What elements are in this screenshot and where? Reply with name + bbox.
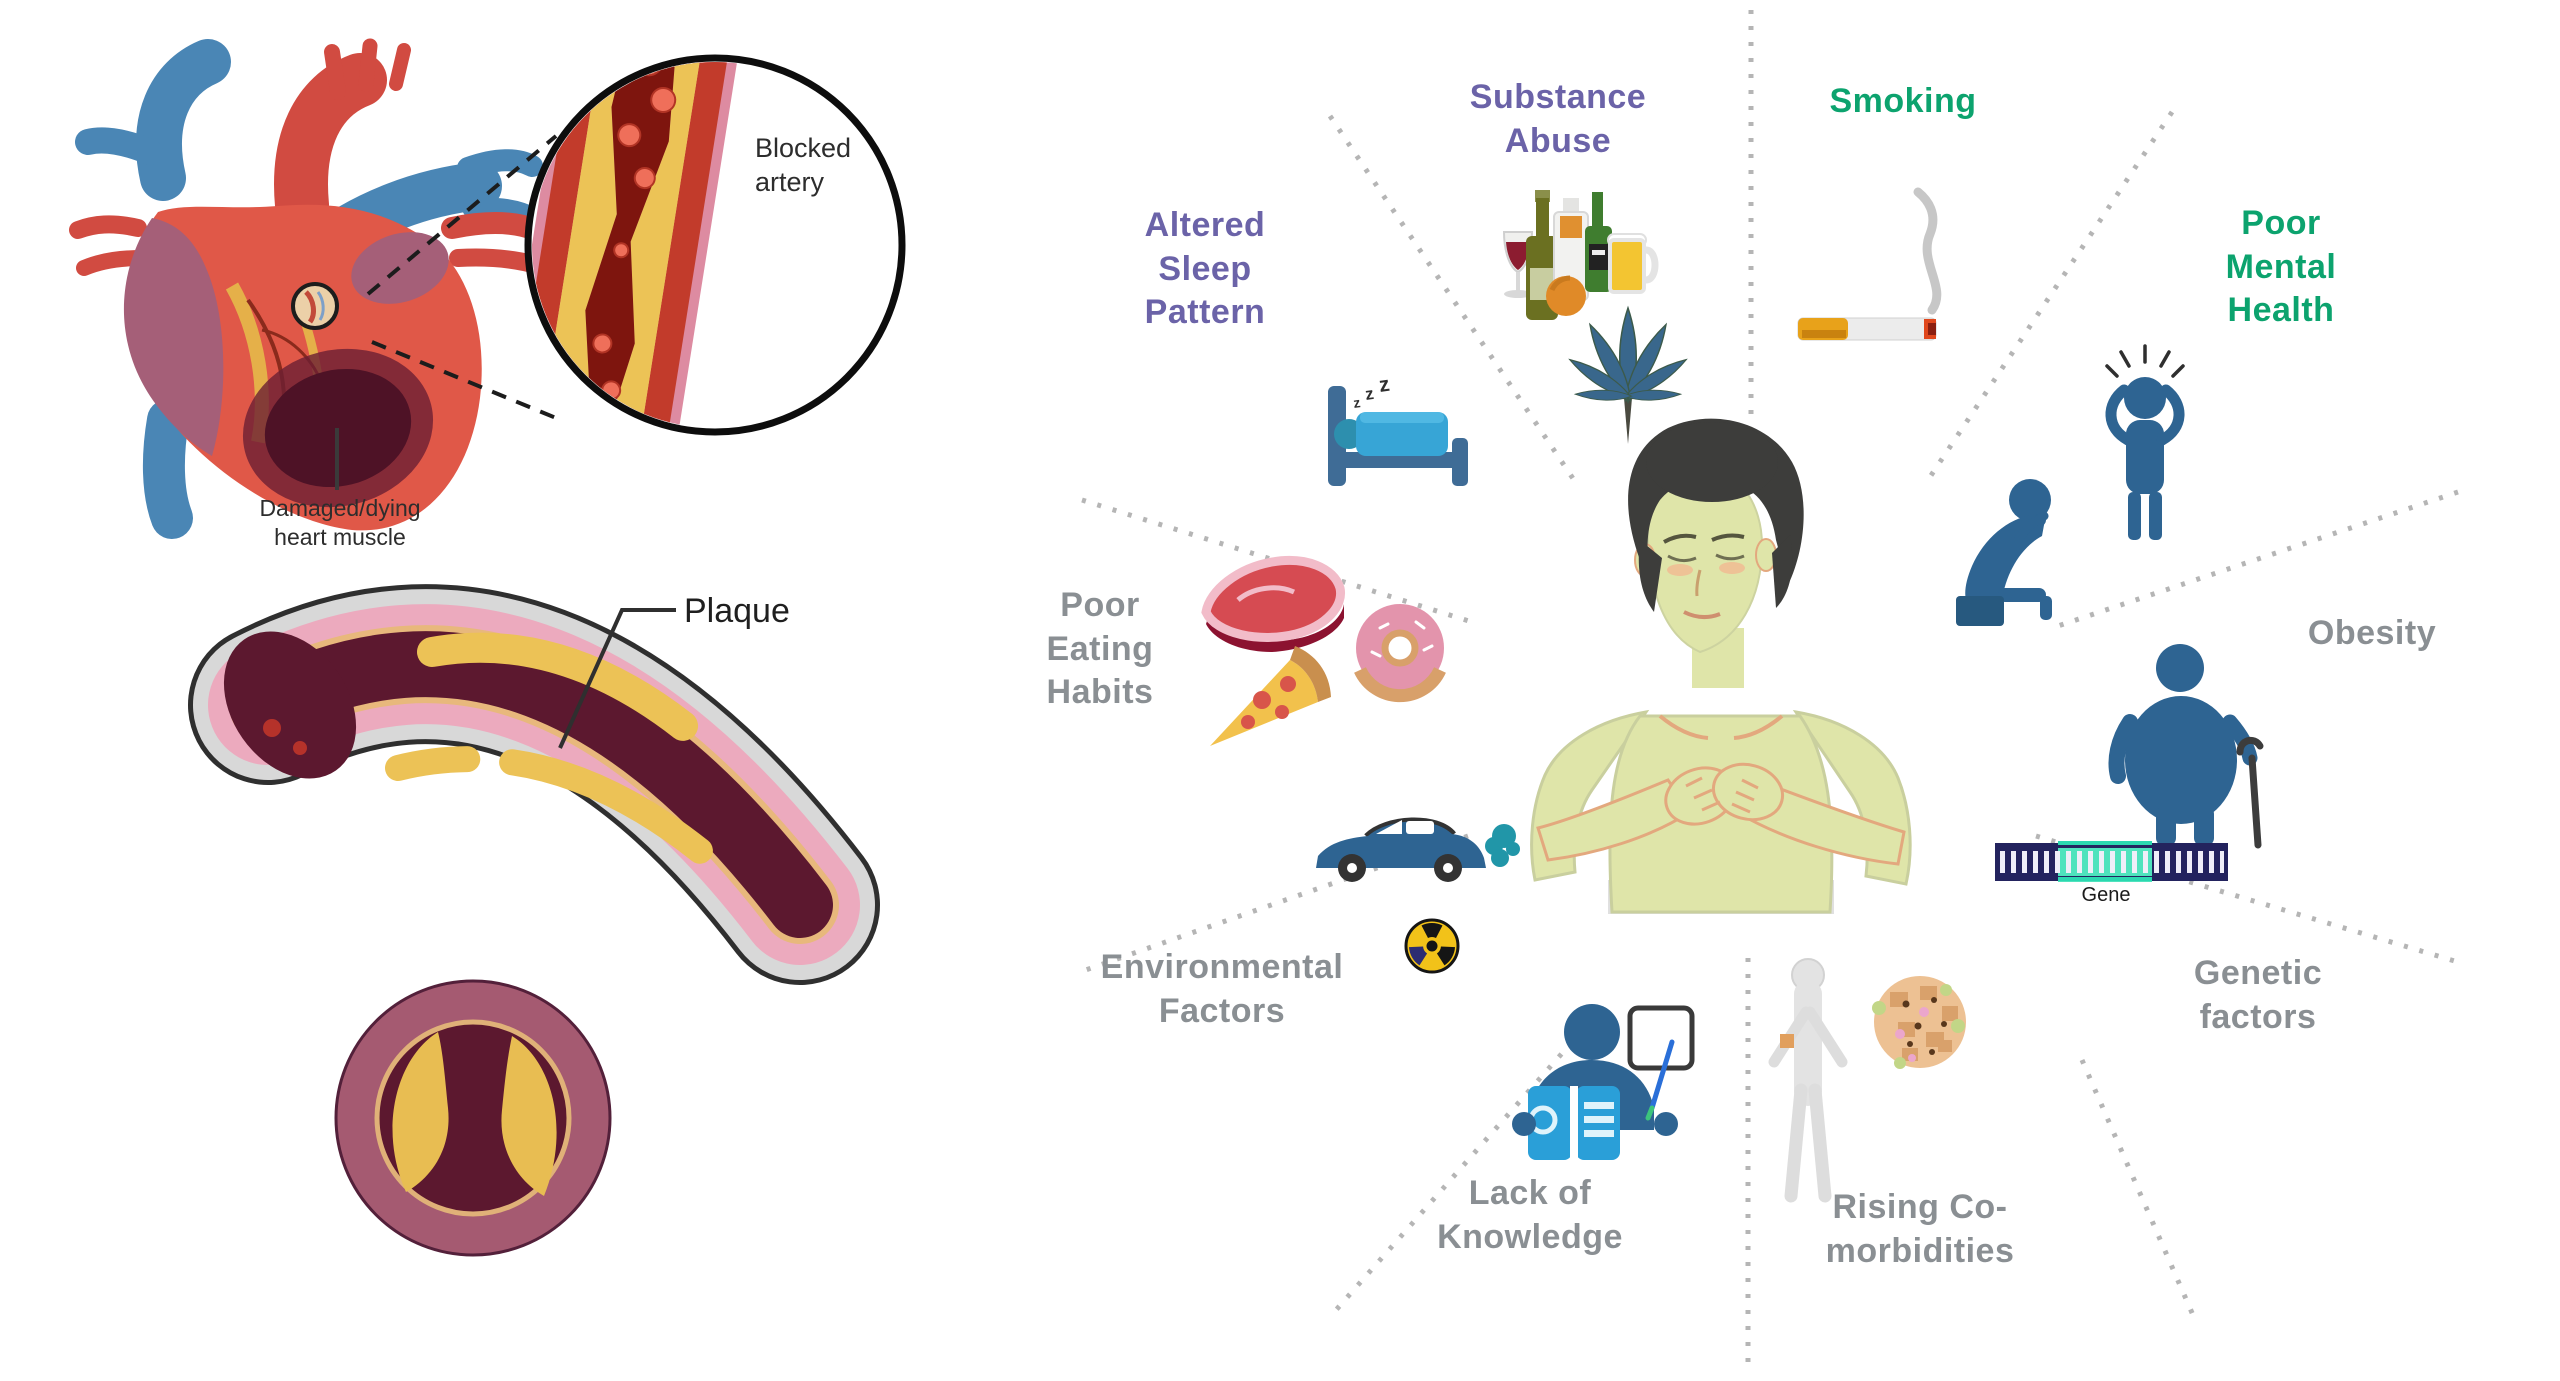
book-icon	[1528, 1086, 1572, 1160]
divider-dashed-lines	[1079, 10, 2459, 1374]
magnifier-target-circle	[291, 282, 339, 330]
blocked-artery-zoom-circle	[524, 54, 906, 436]
plaque-label: Plaque	[684, 592, 790, 630]
heart-illustration	[69, 38, 558, 539]
pizza-icon	[1210, 646, 1331, 746]
gene-label: Gene	[2081, 884, 2131, 906]
obese-person-icon	[2108, 644, 2264, 849]
gene-dna-icon	[1995, 841, 2228, 882]
donut-icon	[1354, 604, 1446, 703]
alcohol-bottles-icon	[1502, 190, 1659, 320]
cell-cluster-icon	[1872, 976, 1966, 1069]
stressed-person-icon	[2105, 344, 2185, 540]
factor-label-altered-sleep-pattern: Altered Sleep Pattern	[1144, 206, 1266, 332]
reading-person-icon	[1512, 1004, 1678, 1160]
radiation-icon	[1404, 918, 1460, 974]
factor-label-obesity: Obesity	[2307, 614, 2437, 652]
factor-label-smoking: Smoking	[1829, 82, 1977, 120]
svg-text:z: z	[1377, 373, 1391, 397]
cannabis-leaf-icon	[1568, 305, 1688, 444]
factor-label-genetic-factors: Genetic factors	[2193, 954, 2323, 1036]
cigarette-icon	[1797, 187, 1942, 341]
artery-plaque-illustration	[188, 584, 880, 985]
depressed-person-icon	[1956, 479, 2052, 626]
steak-icon	[1201, 555, 1346, 652]
sleep-bed-icon: z z z	[1328, 373, 1468, 486]
hands-on-chest	[1664, 762, 1785, 826]
artery-cross-section	[334, 979, 612, 1257]
factor-label-substance-abuse: Substance Abuse	[1469, 78, 1647, 160]
svg-text:z: z	[1352, 394, 1361, 411]
zzz-icon: z z z	[1352, 373, 1391, 411]
whiteboard-icon	[1627, 1005, 1695, 1071]
body-outline-icon	[1768, 958, 1848, 1203]
smoke-icon	[1913, 187, 1942, 315]
factor-label-environmental-factors: Environmental Factors	[1100, 948, 1344, 1030]
svg-text:z: z	[1364, 384, 1375, 404]
blocked-artery-label: Blocked artery	[755, 133, 852, 197]
factor-label-rising-comorbidities: Rising Co-morbidities	[1825, 1188, 2015, 1270]
zoom-connector-dashes	[366, 134, 558, 420]
plaque-pointer-line	[558, 608, 676, 749]
factor-label-lack-of-knowledge: Lack of Knowledge	[1437, 1174, 1623, 1256]
center-person-chest-pain-figure	[1530, 418, 1912, 914]
pen-icon	[1649, 1039, 1675, 1111]
car-exhaust-icon	[1316, 817, 1520, 882]
factor-label-poor-mental-health: Poor Mental Health	[2225, 204, 2337, 330]
damaged-muscle-label: Damaged/dying heart muscle	[259, 495, 421, 550]
factor-label-poor-eating-habits: Poor Eating Habits	[1046, 586, 1154, 712]
